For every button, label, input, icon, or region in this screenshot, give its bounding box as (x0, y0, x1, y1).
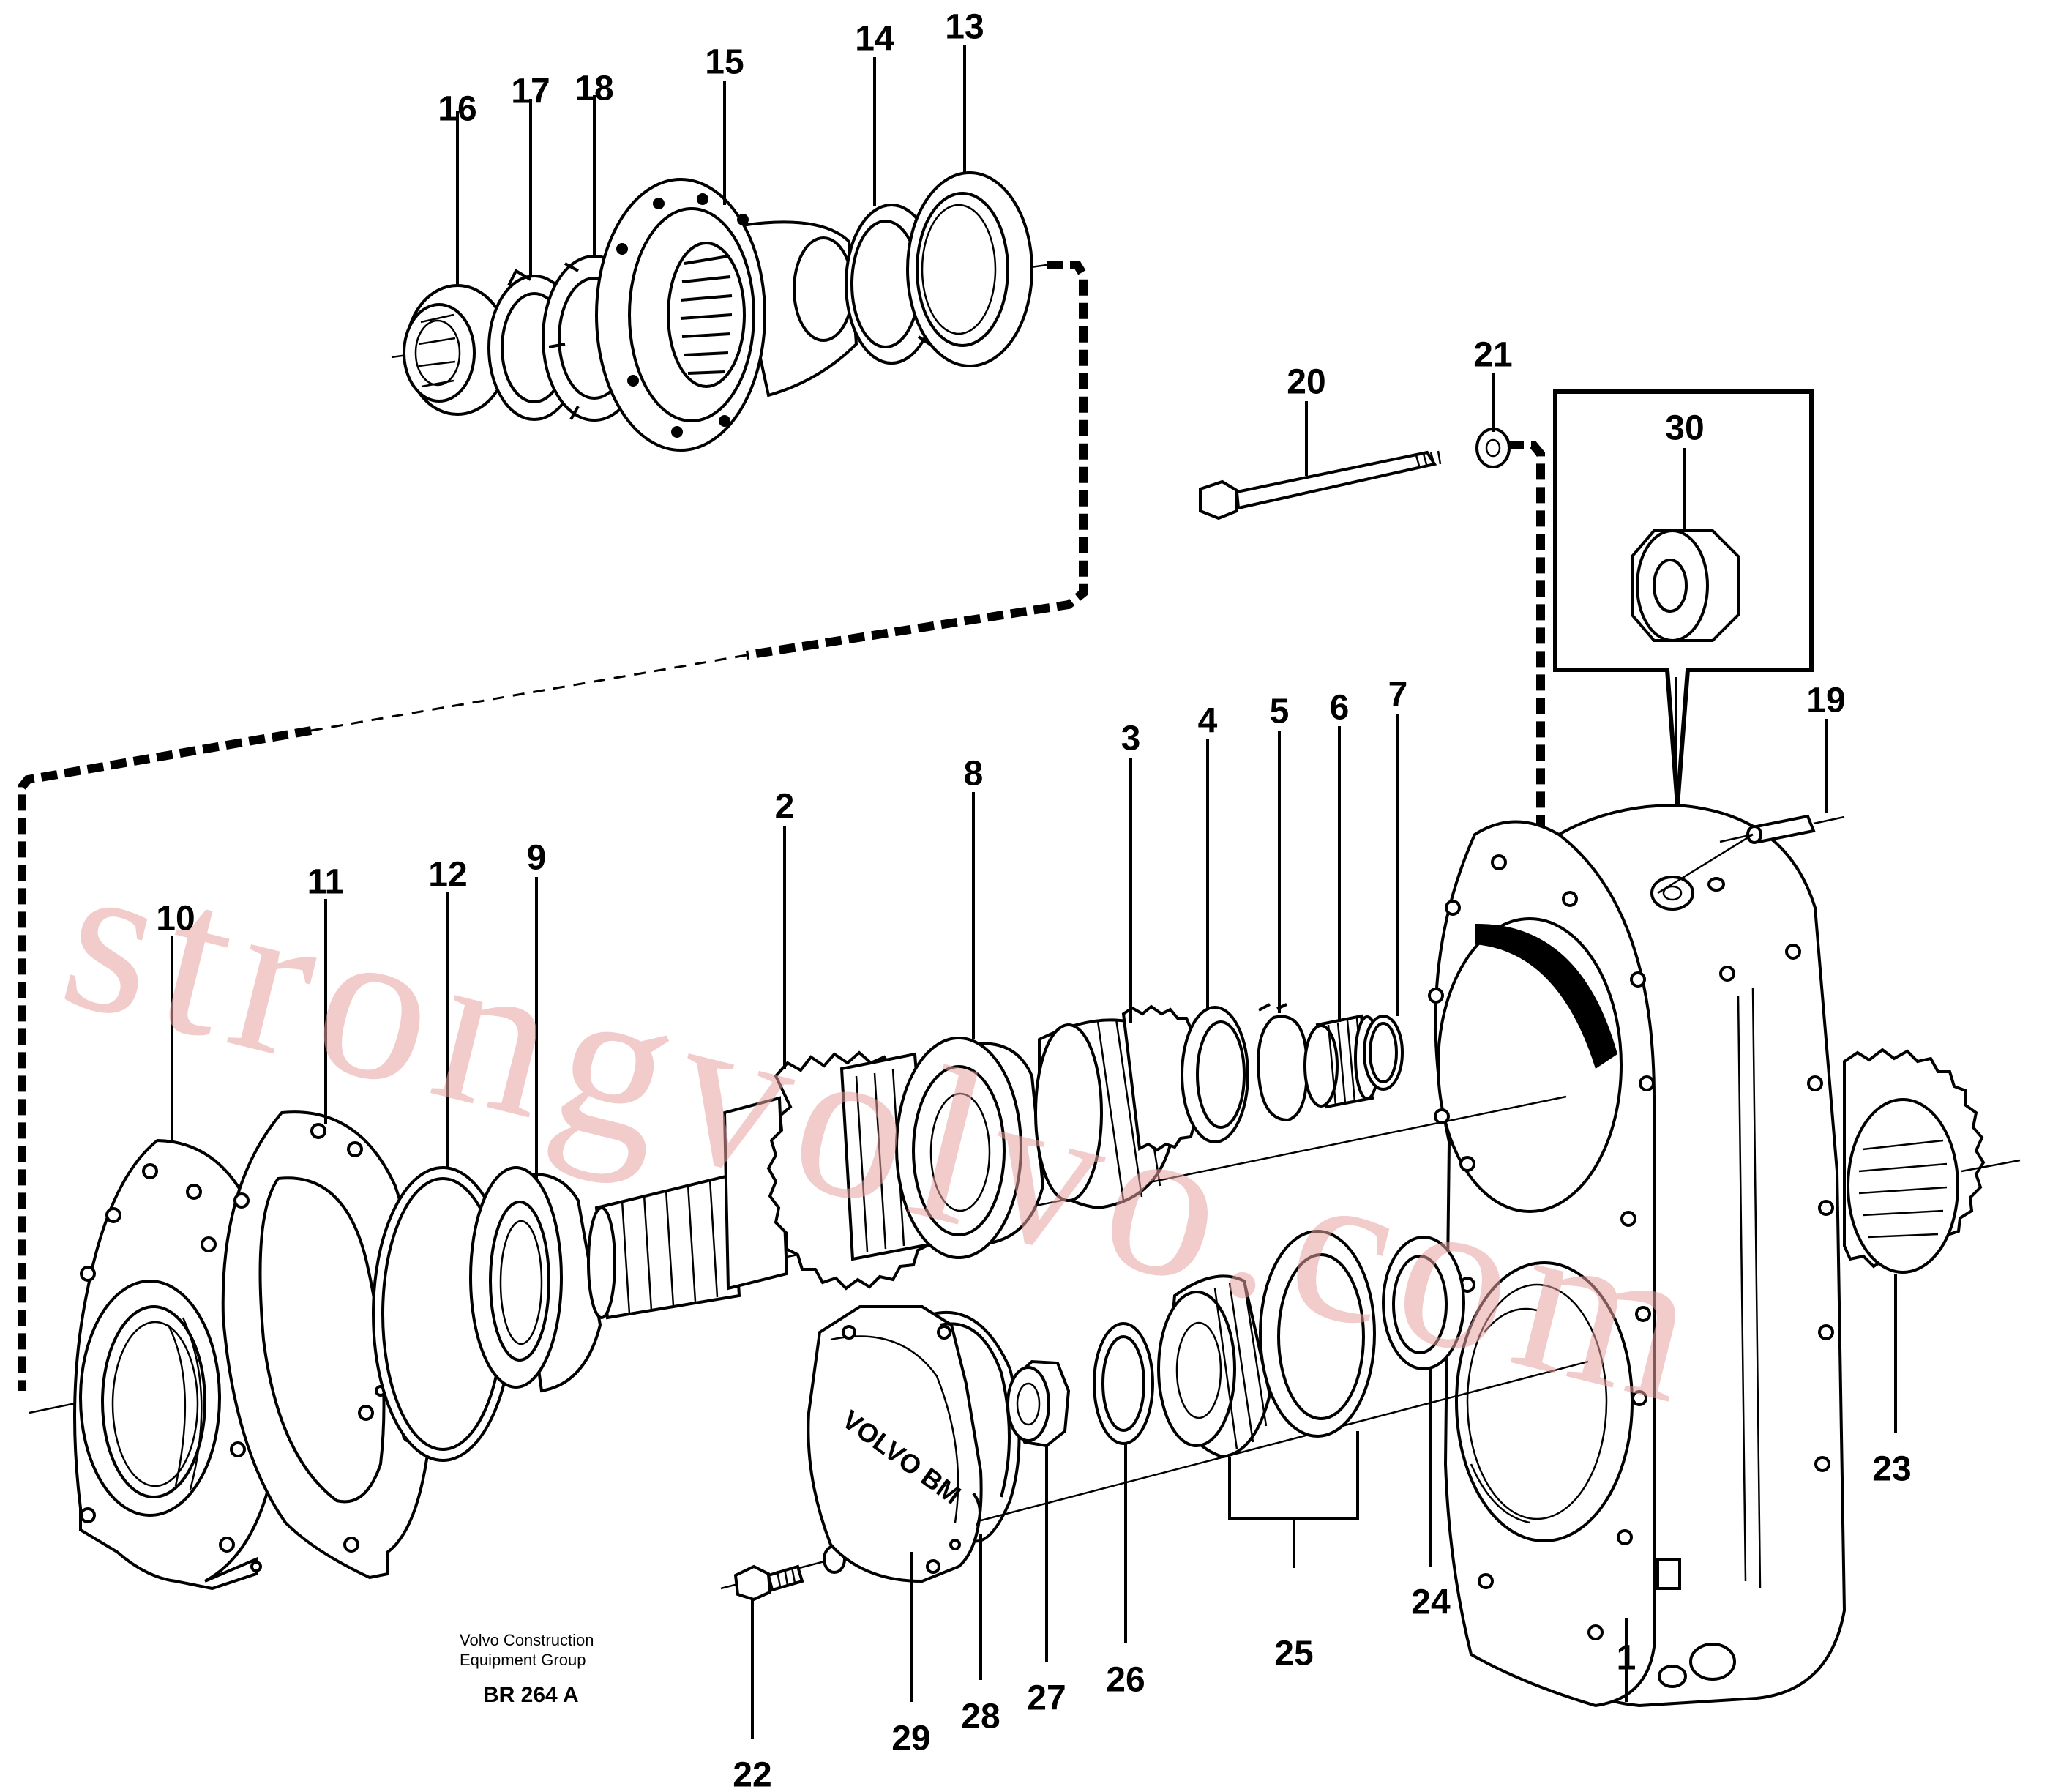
part-25-taper-bearing (1157, 1230, 1376, 1568)
part-8-bearing (895, 1037, 1045, 1259)
callout-19: 19 (1806, 682, 1845, 720)
main-shaft-row (29, 714, 1567, 1591)
callout-5: 5 (1270, 692, 1290, 731)
part-29-cover: VOLVO BM (807, 1305, 983, 1702)
part-9-bearing (469, 1166, 602, 1393)
callout-1: 1 (1617, 1639, 1636, 1678)
callout-18: 18 (575, 70, 613, 108)
part-1-housing (1428, 803, 1847, 1708)
part-7-o-ring (1363, 1015, 1404, 1091)
part-24-seal (1382, 1236, 1465, 1567)
callout-11: 11 (307, 863, 345, 902)
publisher-block: Volvo Construction Equipment Group BR 26… (460, 1631, 594, 1707)
callout-10: 10 (156, 900, 195, 938)
part-11-gasket (221, 1110, 432, 1580)
part-23-gear (1843, 1048, 2021, 1433)
drawing-code: BR 264 A (483, 1683, 579, 1707)
part-4-ring (1181, 1006, 1249, 1143)
part-22-bolt (733, 1564, 804, 1739)
detail-box-30 (1553, 389, 1814, 806)
callout-29: 29 (891, 1720, 930, 1758)
callout-30: 30 (1665, 409, 1704, 448)
part-20-bolt (1199, 450, 1442, 520)
callout-9: 9 (527, 839, 547, 878)
callout-12: 12 (428, 856, 467, 895)
publisher-line-1: Volvo Construction (460, 1631, 594, 1649)
part-13-seal (906, 171, 1033, 367)
part-30-nut (1631, 529, 1740, 642)
callout-23: 23 (1872, 1450, 1911, 1489)
top-output-flange-group (391, 45, 1047, 452)
callout-26: 26 (1106, 1661, 1145, 1700)
callout-16: 16 (438, 90, 476, 129)
part-15-flange (595, 178, 858, 452)
callout-28: 28 (961, 1698, 1000, 1736)
callout-25: 25 (1274, 1635, 1313, 1673)
callout-6: 6 (1330, 689, 1350, 728)
part-19-dowel (1719, 719, 1845, 844)
publisher-line-2: Equipment Group (460, 1651, 586, 1669)
callout-2: 2 (775, 788, 795, 826)
callout-3: 3 (1121, 720, 1141, 758)
part-26-snap-ring (1093, 1322, 1154, 1643)
callout-15: 15 (705, 43, 744, 82)
callout-7: 7 (1388, 676, 1408, 714)
part-16-nut (403, 284, 510, 416)
callout-14: 14 (855, 20, 894, 59)
callout-17: 17 (511, 72, 550, 111)
lower-shaft-row: VOLVO BM (720, 1230, 1628, 1739)
callout-22: 22 (733, 1756, 771, 1792)
part-21-washer (1475, 428, 1511, 468)
callout-8: 8 (964, 755, 984, 794)
callout-20: 20 (1287, 363, 1325, 402)
part-27-nut (1006, 1359, 1071, 1662)
assembly-dashed-connector (18, 261, 1088, 1391)
callout-24: 24 (1411, 1583, 1451, 1622)
callout-4: 4 (1198, 702, 1218, 741)
callout-21: 21 (1473, 336, 1512, 375)
callout-13: 13 (945, 8, 984, 47)
callout-27: 27 (1027, 1679, 1066, 1718)
